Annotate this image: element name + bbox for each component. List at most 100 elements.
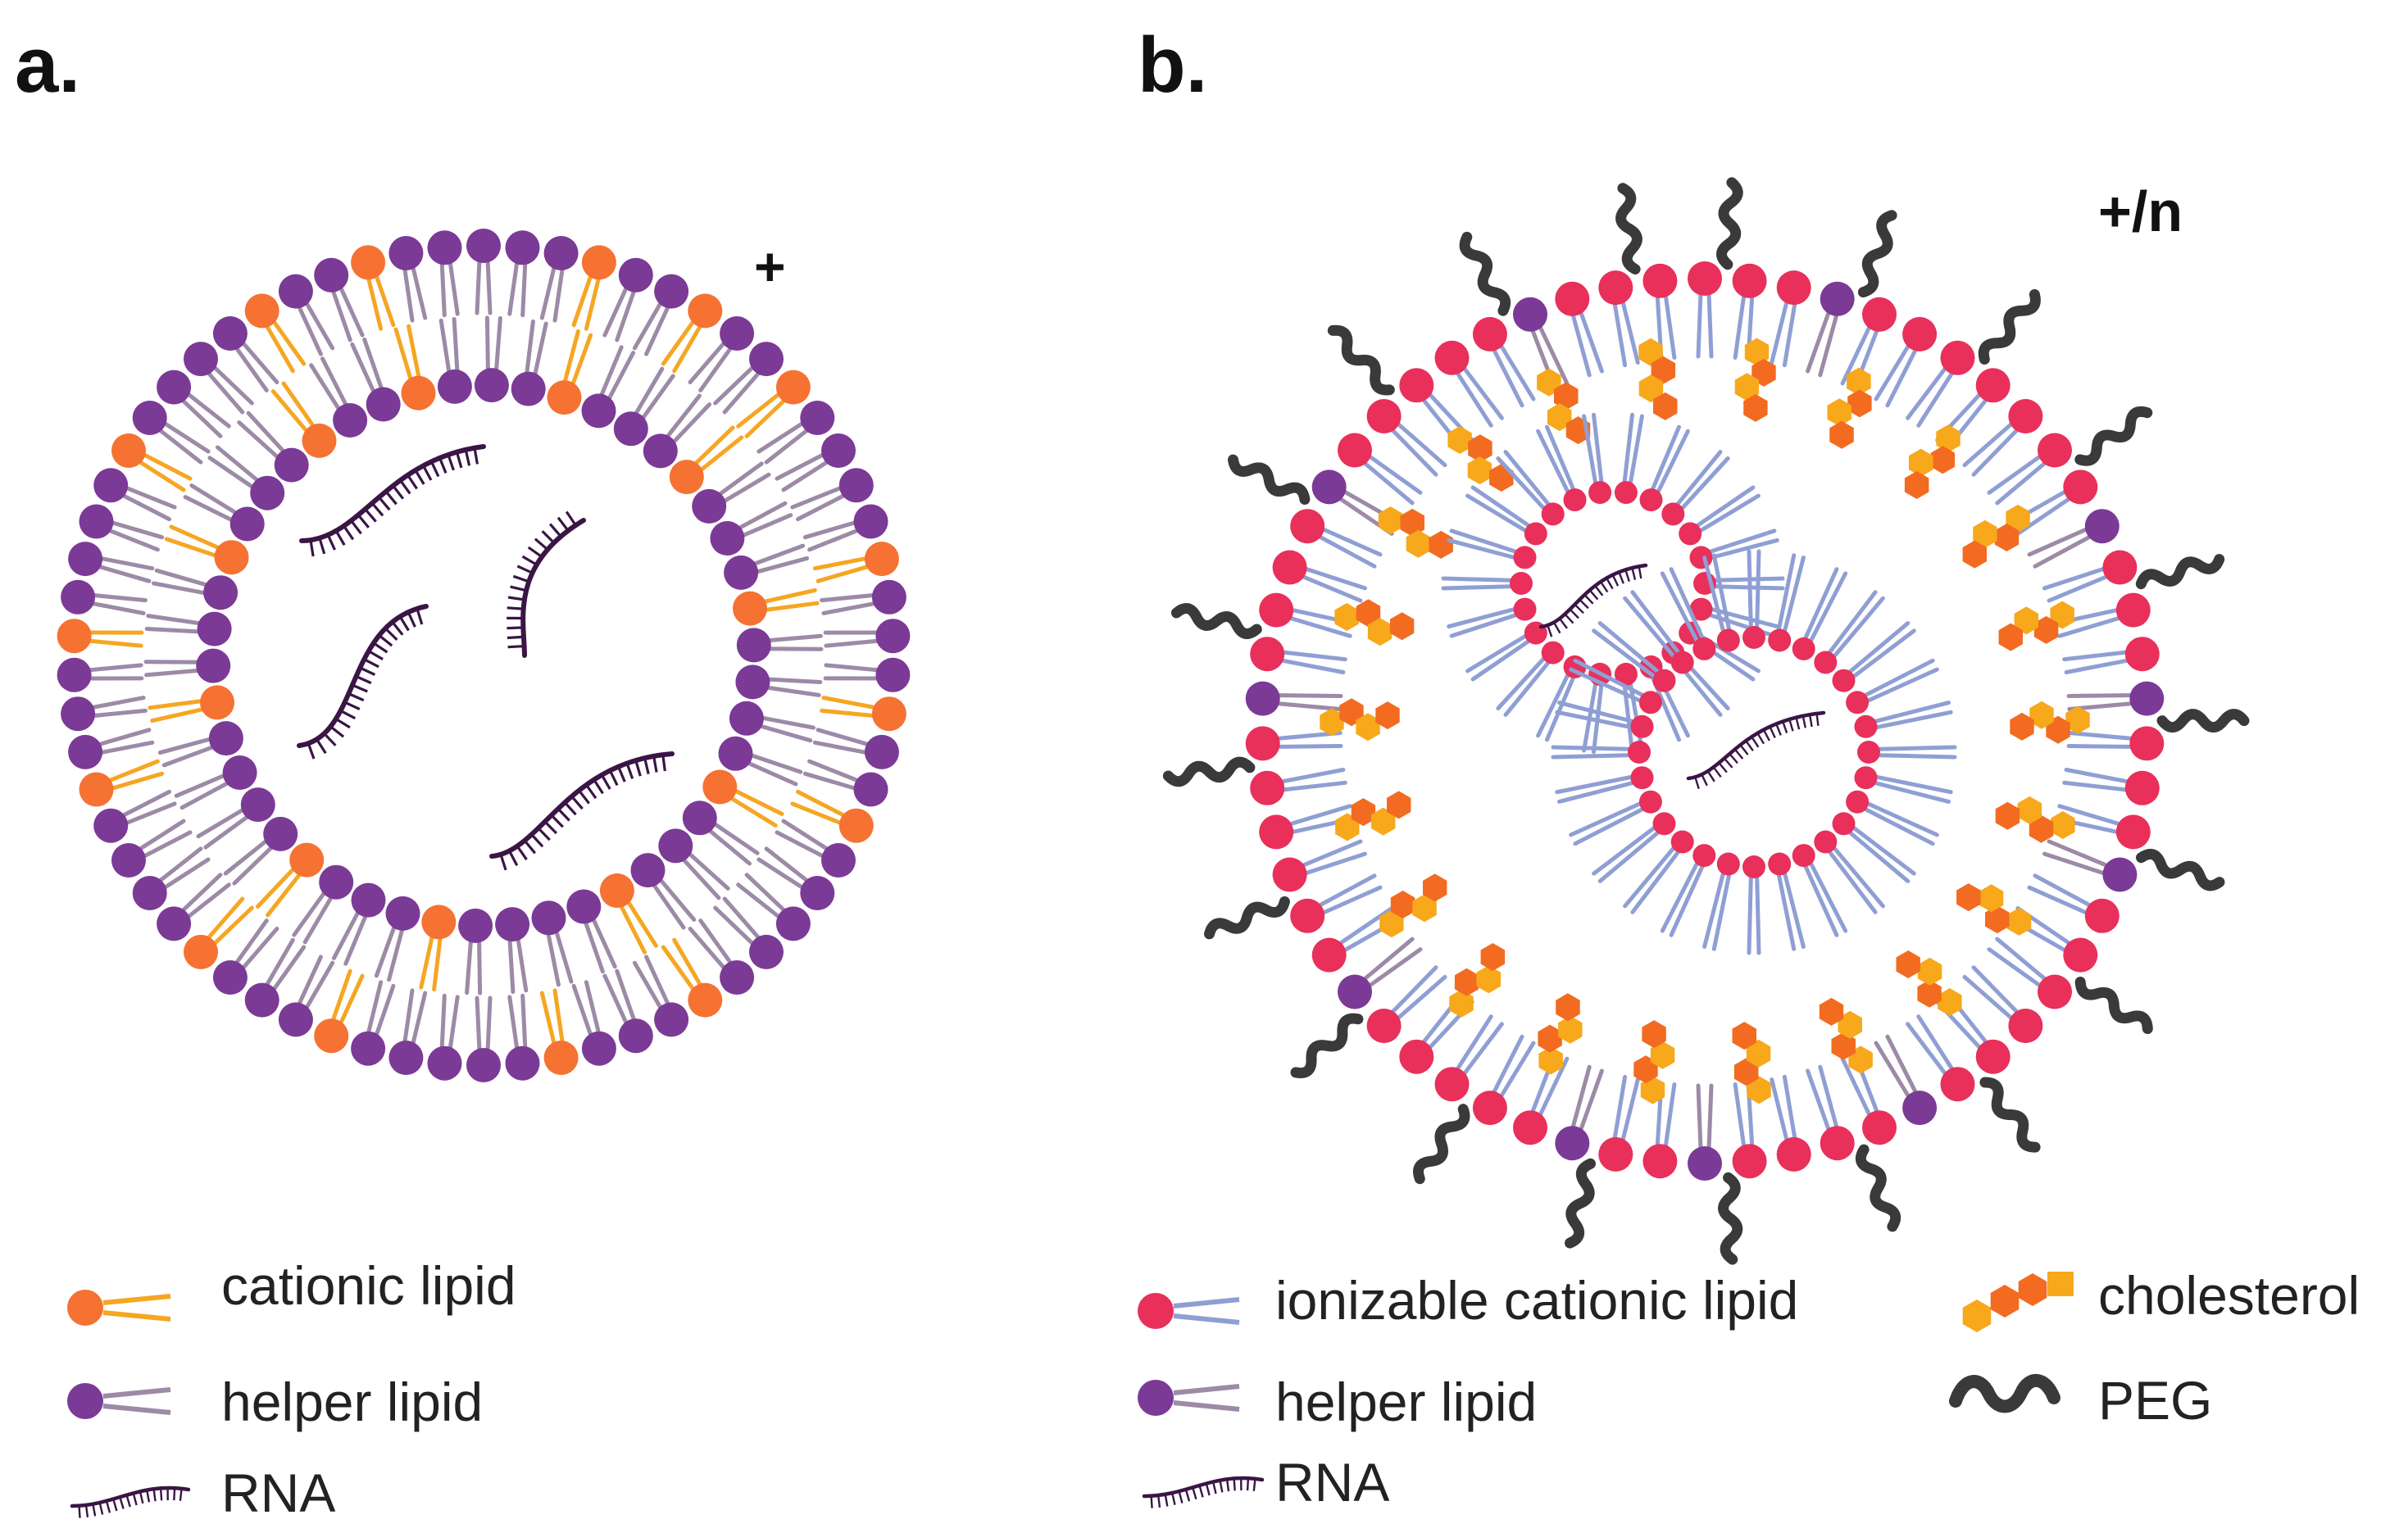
cholesterol-ring <box>2018 1273 2047 1306</box>
lipid-tail <box>85 592 148 615</box>
cholesterol-ring <box>1375 701 1400 730</box>
cholesterol-ring <box>1990 1285 2020 1318</box>
lipid-head <box>208 721 243 756</box>
liposome-bilayer <box>57 229 911 1082</box>
peg-chain <box>1615 183 1642 274</box>
lipid-head <box>1311 469 1347 505</box>
peg-chain <box>1718 1172 1743 1265</box>
cholesterol-ring <box>1732 1022 1756 1050</box>
lipid-tail <box>742 751 803 787</box>
cholesterol-ring <box>1389 612 1415 641</box>
lipid-head <box>1338 433 1372 468</box>
lipid-head <box>351 245 386 280</box>
lipid-tail <box>1747 871 1761 955</box>
lipid-head <box>688 982 723 1018</box>
lipid-head <box>581 1031 616 1066</box>
lipid-head <box>222 755 257 790</box>
lipid-tail <box>237 410 289 463</box>
legend-rna-b-label: RNA <box>1275 1452 1389 1513</box>
cholesterol-ring <box>1936 424 1960 453</box>
cholesterol-ring <box>1412 894 1437 923</box>
lipid-head <box>1245 681 1280 716</box>
lipid-head <box>1642 1144 1678 1179</box>
lipid-tail <box>92 728 155 756</box>
lipid-tail <box>153 846 211 893</box>
cholesterol-ring <box>1743 393 1768 422</box>
cholesterol-ring <box>1747 1076 1771 1104</box>
lipid-head <box>1716 628 1740 652</box>
lipid-head <box>79 772 114 807</box>
lipid-head <box>2084 898 2119 933</box>
lipid-head <box>864 734 899 769</box>
peg-chain <box>1978 288 2041 365</box>
lipid-head <box>333 403 368 438</box>
lipid-tail <box>631 366 675 424</box>
lipid-tail <box>1555 701 1638 730</box>
lipid-tail <box>1825 590 1885 661</box>
lipid-tail <box>688 337 736 392</box>
lipid-tail <box>790 789 851 828</box>
lipid-tail <box>475 254 493 315</box>
lipid-tail <box>1274 768 1347 793</box>
lipid-tail <box>1386 965 1447 1024</box>
lipid-tail <box>582 912 617 974</box>
lipid-tail <box>757 587 820 613</box>
lipid-tail <box>1358 937 1423 991</box>
lipid-tail <box>1801 567 1848 646</box>
rna-bases <box>78 1487 183 1518</box>
lipid-tail <box>1570 1064 1604 1137</box>
lipid-head <box>702 769 738 805</box>
lipid-head <box>1598 1136 1633 1172</box>
lipid-tail <box>1452 1014 1504 1081</box>
cholesterol-ring <box>1554 382 1579 410</box>
legend-helper-lipid-b: helper lipid <box>1138 1372 1537 1432</box>
lipid-head <box>531 900 566 936</box>
lipid-tail <box>1692 485 1761 535</box>
lipid-head <box>1638 691 1662 714</box>
lipid-tail <box>1825 843 1885 914</box>
lipid-tail <box>602 968 638 1030</box>
lipid-head <box>853 504 888 539</box>
lipid-head <box>1692 637 1716 660</box>
lipid-tail <box>393 324 422 387</box>
cholesterol-ring <box>1538 1046 1563 1075</box>
lipid-tail <box>571 269 602 331</box>
lipid-head <box>1642 263 1678 298</box>
cholesterol-ring <box>1558 1015 1583 1044</box>
lipid-tail <box>1551 745 1635 760</box>
lipid-head <box>547 380 582 415</box>
lipid-tail <box>2066 731 2139 749</box>
cholesterol-ring <box>2029 814 2054 843</box>
lipid-head <box>838 808 874 843</box>
cholesterol-ring <box>1917 979 1942 1008</box>
lipid-head <box>1555 1126 1590 1161</box>
lipid-head <box>93 468 129 503</box>
lipid-tail <box>1312 524 1383 569</box>
lipid-tail <box>402 988 428 1050</box>
lipid-head <box>314 1018 349 1054</box>
lipid-head <box>1630 714 1654 738</box>
lipid-tail <box>439 993 460 1056</box>
cholesterol-ring <box>1995 801 2020 830</box>
cholesterol-ring <box>1423 873 1447 902</box>
lipid-head <box>775 370 811 405</box>
cholesterol-ring <box>1449 989 1474 1018</box>
lipid-tail <box>1649 424 1690 497</box>
cholesterol-ring <box>1827 398 1851 427</box>
lipid-tail <box>1582 412 1604 488</box>
lipid-tail <box>733 501 793 540</box>
lipid-head <box>302 423 337 458</box>
lipid-head <box>1820 281 1855 316</box>
legend-ionizable-lipid-label: ionizable cationic lipid <box>1275 1270 1798 1331</box>
helper-lipid-head-icon <box>67 1383 103 1419</box>
lipid-head <box>1588 481 1612 505</box>
lipid-head <box>643 433 678 469</box>
lipid-head <box>278 274 313 309</box>
rna-bases <box>1694 713 1820 790</box>
lipid-tail <box>1874 1034 1920 1103</box>
lipid-head <box>1513 297 1547 332</box>
lipid-head <box>1776 270 1811 306</box>
lipid-head <box>458 908 493 943</box>
legend-peg-label: PEG <box>2098 1370 2212 1431</box>
lipid-head <box>401 375 436 410</box>
